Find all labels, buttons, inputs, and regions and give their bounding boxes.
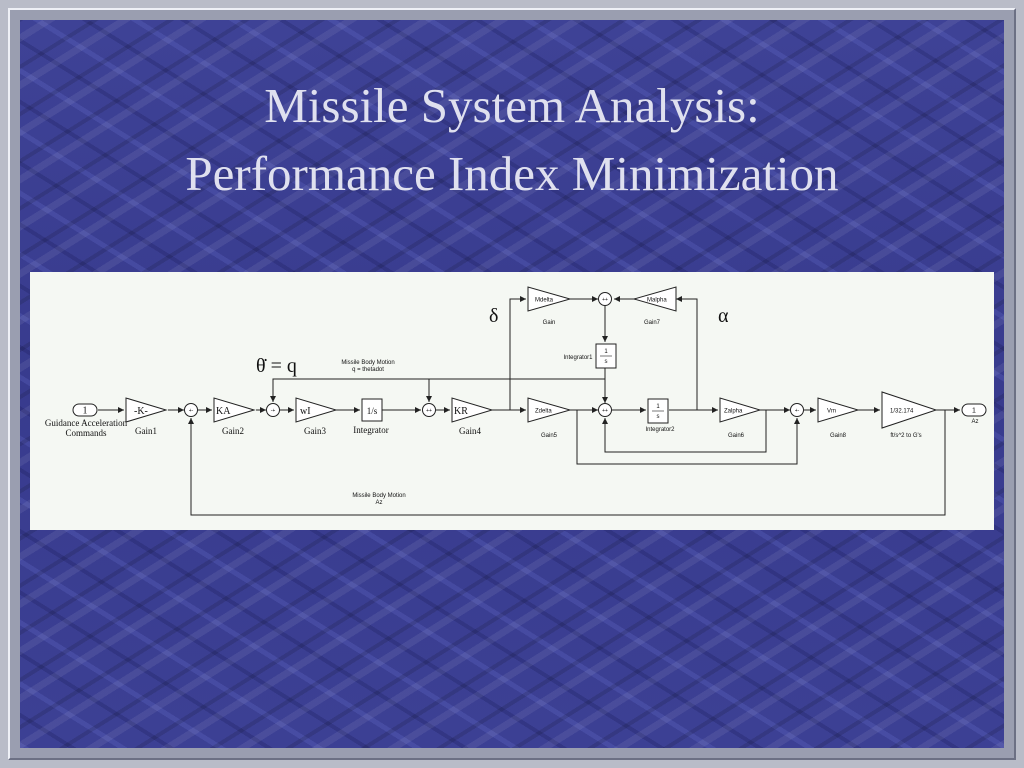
input-port-label-1: Guidance Acceleration	[45, 418, 128, 428]
integrator2-num: 1	[656, 404, 660, 410]
gain1-block	[125, 397, 168, 423]
sum-4-signs: ++	[602, 297, 608, 303]
gain3-inner: wI	[300, 406, 311, 417]
delta-symbol: δ	[489, 305, 498, 327]
mdelta-inner: Mdelta	[535, 298, 554, 304]
wire	[509, 296, 526, 410]
theta-dot-equation: θ̇ = q	[256, 355, 297, 377]
alpha-symbol: α	[718, 305, 729, 327]
gain2-label: Gain2	[222, 426, 244, 436]
wire	[188, 410, 946, 516]
vm-label: Gain8	[830, 433, 847, 439]
gain4-inner: KR	[454, 406, 468, 417]
input-port-label-2: Commands	[65, 428, 106, 438]
mdelta-block	[527, 286, 572, 312]
wire	[270, 368, 606, 402]
output-port	[961, 403, 987, 417]
zalpha-inner: Zalpha	[724, 409, 743, 415]
integrator1-den: s	[605, 359, 608, 365]
block-diagram-svg: 1 Guidance Acceleration Commands -K- Gai…	[45, 286, 987, 516]
malpha-label: Gain7	[644, 320, 661, 326]
wire	[676, 296, 698, 410]
title-line-2: Performance Index Minimization	[185, 146, 839, 201]
integrator-block	[361, 398, 383, 422]
conversion-gain-inner: 1/32.174	[890, 409, 914, 415]
gain4-label: Gain4	[459, 426, 481, 436]
wires	[98, 296, 960, 516]
q-signal-sub: q = thetadot	[352, 367, 384, 373]
zdelta-label: Gain5	[541, 433, 558, 439]
malpha-block	[632, 286, 677, 312]
zalpha-label: Gain6	[728, 433, 745, 439]
malpha-inner: Malpha	[647, 298, 667, 304]
sum-2-signs: -+	[271, 408, 276, 414]
sum-1-signs: +-	[189, 408, 194, 414]
sum-block-3	[422, 403, 436, 417]
gain2-inner: KA	[216, 406, 231, 417]
integrator1-label: Integrator1	[563, 355, 593, 361]
gain1-inner: -K-	[134, 406, 148, 417]
sum-block-5	[598, 403, 612, 417]
integrator2-label: Integrator2	[645, 427, 675, 433]
sum-6-signs: +-	[795, 408, 800, 414]
gain3-label: Gain3	[304, 426, 326, 436]
az-signal-sub: Az	[375, 500, 382, 506]
q-signal-title: Missile Body Motion	[341, 360, 394, 366]
blocks: 1 Guidance Acceleration Commands -K- Gai…	[45, 286, 987, 506]
sum-block-1	[184, 403, 198, 417]
block-diagram: 1 Guidance Acceleration Commands -K- Gai…	[30, 272, 994, 530]
integrator2-den: s	[657, 414, 660, 420]
gain3-block	[295, 397, 338, 423]
gain1-label: Gain1	[135, 426, 157, 436]
vm-inner: Vm	[827, 409, 836, 415]
integrator1-num: 1	[604, 349, 608, 355]
sum-3-signs: ++	[426, 408, 432, 414]
sum-block-4	[598, 292, 612, 306]
gain2-block	[213, 397, 256, 423]
output-port-number: 1	[972, 408, 976, 415]
output-port-label: Az	[971, 419, 978, 425]
title-line-1: Missile System Analysis:	[264, 78, 760, 133]
vm-block	[817, 397, 860, 423]
slide-title: Missile System Analysis: Performance Ind…	[20, 72, 1004, 208]
sum-5-signs: ++	[602, 408, 608, 414]
input-port	[72, 403, 98, 417]
integrator-inner: 1/s	[367, 406, 378, 416]
az-signal-title: Missile Body Motion	[352, 493, 405, 499]
zdelta-block	[527, 397, 572, 423]
conversion-gain-block	[881, 391, 938, 429]
input-port-number: 1	[83, 406, 88, 417]
sum-block-6	[790, 403, 804, 417]
integrator-label: Integrator	[353, 425, 388, 435]
mdelta-label: Gain	[543, 320, 556, 326]
conversion-gain-label: ft/s^2 to G's	[890, 433, 921, 439]
wire	[576, 410, 800, 465]
zalpha-block	[719, 397, 762, 423]
sum-block-2	[266, 403, 280, 417]
zdelta-inner: Zdelta	[535, 409, 552, 415]
wire	[602, 410, 767, 453]
gain4-block	[451, 397, 494, 423]
